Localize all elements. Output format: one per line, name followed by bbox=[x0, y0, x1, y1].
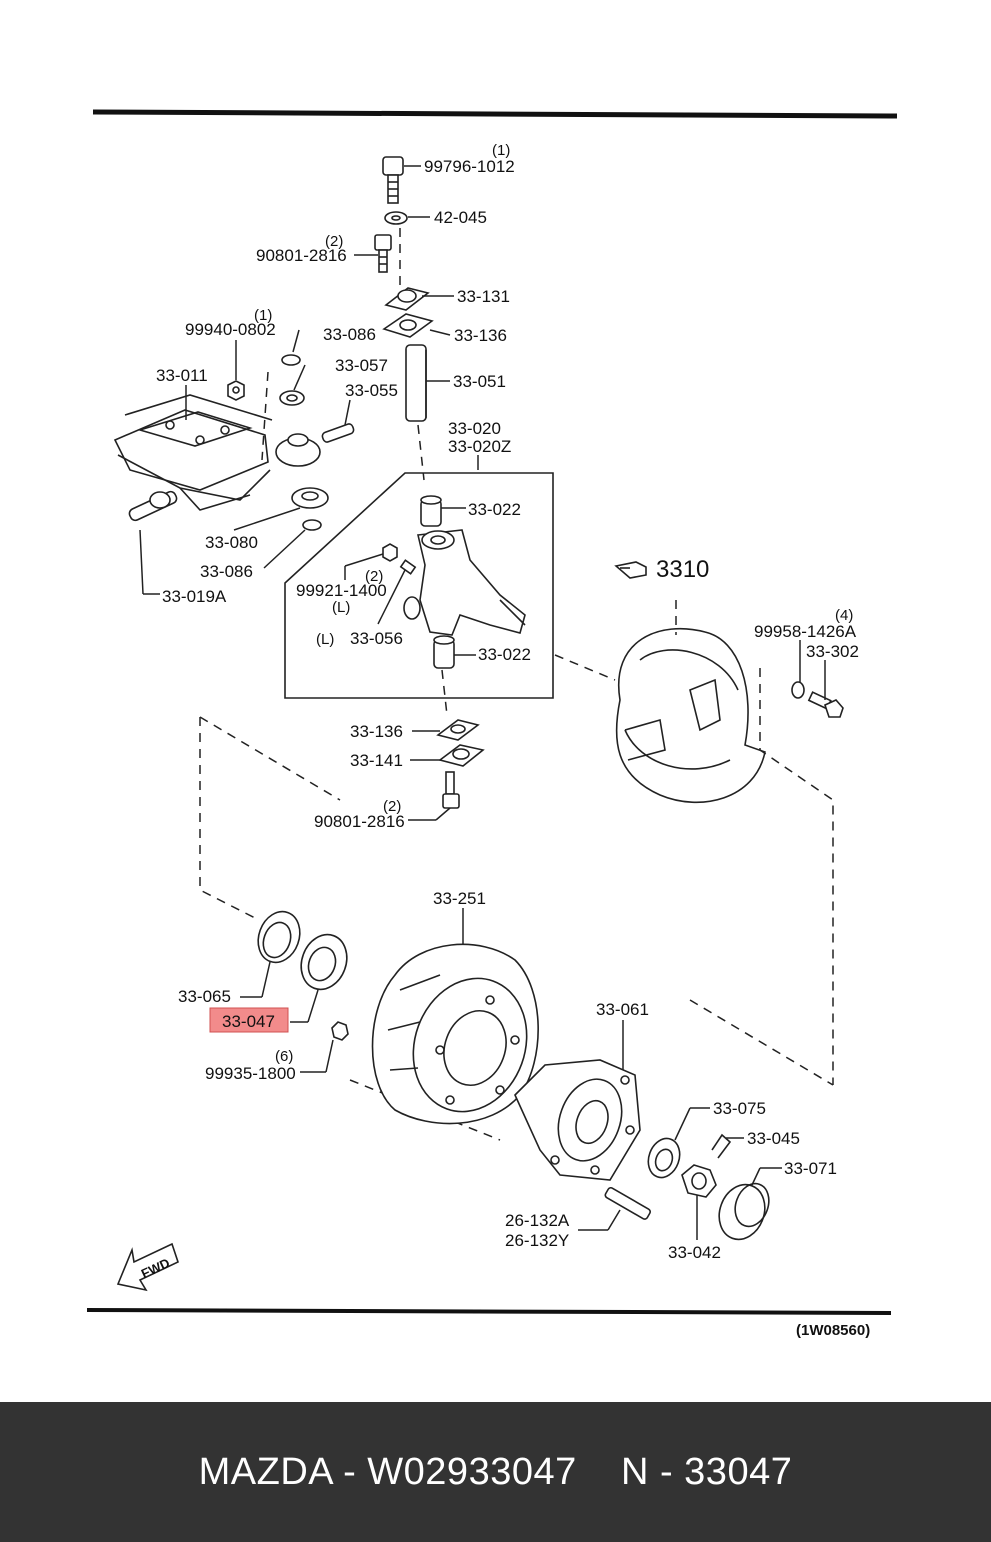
nut-99940 bbox=[227, 380, 245, 401]
callout-label-highlighted: 33-047 bbox=[222, 1012, 275, 1031]
kingpin-bolt bbox=[382, 156, 404, 204]
callout-label: 33-020 bbox=[448, 419, 501, 438]
backing-plate bbox=[615, 627, 766, 804]
callout-label: 26-132A bbox=[505, 1211, 570, 1230]
callout-qty: (2) bbox=[383, 798, 401, 815]
gasket-33-136-upper bbox=[382, 313, 434, 338]
gasket-33-136-lower bbox=[436, 719, 480, 741]
callout-label: 26-132Y bbox=[505, 1231, 569, 1250]
callout-label: 33-141 bbox=[350, 751, 403, 770]
callout-label: 33-045 bbox=[747, 1129, 800, 1148]
callout-label: 33-051 bbox=[453, 372, 506, 391]
callout-label: 90801-2816 bbox=[314, 812, 405, 831]
brake-drum-33-251 bbox=[371, 943, 539, 1125]
callout-qty: (L) bbox=[316, 631, 334, 648]
bushing-33-022-upper bbox=[420, 495, 442, 527]
o-ring-33-086-upper bbox=[281, 354, 301, 366]
bottom-rule bbox=[86, 1308, 892, 1315]
callout-label: 33-136 bbox=[454, 326, 507, 345]
seal-33-075 bbox=[647, 1137, 681, 1179]
bearing-33-047 bbox=[300, 933, 348, 991]
callout-qty: (6) bbox=[275, 1048, 293, 1065]
callout-qty: (4) bbox=[835, 607, 853, 624]
footer-part-number: MAZDA - W02933047 N - 33047 bbox=[198, 1450, 793, 1493]
callout-qty: (1) bbox=[254, 307, 272, 324]
lock-nut-33-042 bbox=[681, 1164, 717, 1198]
steering-knuckle bbox=[403, 529, 526, 636]
shim-33-057 bbox=[279, 390, 305, 406]
callout-label: 33-061 bbox=[596, 1000, 649, 1019]
footer-bar: MAZDA - W02933047 N - 33047 bbox=[0, 1402, 991, 1542]
callout-note: (L) bbox=[332, 599, 350, 616]
callout-label: 33-057 bbox=[335, 356, 388, 375]
callout-label: 33-075 bbox=[713, 1099, 766, 1118]
kingpin-cap-33-131 bbox=[384, 287, 430, 311]
top-rule bbox=[92, 109, 898, 119]
callout-label: 42-045 bbox=[434, 208, 487, 227]
callout-label: 33-086 bbox=[200, 562, 253, 581]
thrust-bearing-33-080 bbox=[291, 487, 329, 509]
callout-label: 33-071 bbox=[784, 1159, 837, 1178]
section-ref-3310: 3310 bbox=[656, 556, 709, 583]
callout-label: 99940-0802 bbox=[185, 320, 276, 339]
stopper-bolt-33-056 bbox=[399, 559, 417, 575]
callout-label: 99958-1426A bbox=[754, 622, 857, 641]
callout-label: 99921-1400 bbox=[296, 581, 387, 600]
callout-label: 33-056 bbox=[350, 629, 403, 648]
callout-qty: (2) bbox=[325, 233, 343, 250]
hub-33-061 bbox=[514, 1059, 641, 1181]
oil-seal-33-065 bbox=[257, 910, 301, 964]
callout-label: 33-136 bbox=[350, 722, 403, 741]
hub-bolt-26-132 bbox=[604, 1186, 651, 1220]
bolt-99921 bbox=[382, 543, 398, 562]
callout-label: 33-011 bbox=[156, 366, 208, 385]
callout-label: 90801-2816 bbox=[256, 246, 347, 265]
bolt-90801-upper bbox=[374, 234, 392, 273]
pointing-hand-icon bbox=[614, 561, 647, 579]
fwd-arrow-icon: FWD bbox=[116, 1242, 179, 1292]
callout-label: 33-302 bbox=[806, 642, 859, 661]
highlight-box bbox=[209, 1007, 289, 1033]
callout-qty: (1) bbox=[492, 142, 510, 159]
bushing-33-022-lower bbox=[433, 635, 455, 669]
reference-code: (1W08560) bbox=[796, 1322, 870, 1339]
axle-beam-33-011 bbox=[113, 394, 273, 511]
knuckle-joint-33-055 bbox=[275, 423, 355, 467]
callout-label: 33-042 bbox=[668, 1243, 721, 1262]
callout-label: 33-019A bbox=[162, 587, 227, 606]
callout-label: 33-080 bbox=[205, 533, 258, 552]
leader-lines bbox=[139, 165, 826, 1240]
callout-qty: (2) bbox=[365, 568, 383, 585]
o-ring-33-086-lower bbox=[302, 519, 322, 531]
hub-nut-99935 bbox=[331, 1021, 349, 1041]
callout-label: 33-251 bbox=[433, 889, 486, 908]
callout-label: 33-065 bbox=[178, 987, 231, 1006]
bolt-33-302 bbox=[807, 691, 844, 718]
callout-label: 33-086 bbox=[323, 325, 376, 344]
callout-label: 99796-1012 bbox=[424, 157, 515, 176]
callout-label: 99935-1800 bbox=[205, 1064, 296, 1083]
bolt-90801-lower bbox=[442, 771, 460, 809]
hub-cap-33-071 bbox=[718, 1182, 770, 1241]
callout-label: 33-020Z bbox=[448, 437, 511, 456]
callout-label: 33-055 bbox=[345, 381, 398, 400]
callout-label: 33-022 bbox=[468, 500, 521, 519]
kingpin-33-051 bbox=[405, 344, 427, 422]
callout-label: 33-022 bbox=[478, 645, 531, 664]
washer-99958 bbox=[791, 681, 805, 699]
washer-42-045 bbox=[384, 211, 408, 225]
plate-33-141 bbox=[438, 744, 485, 767]
parts-diagram: FWD bbox=[86, 109, 898, 1339]
knuckle-box bbox=[284, 472, 554, 699]
tie-rod-end-33-019A bbox=[128, 490, 178, 522]
callout-label: 33-131 bbox=[457, 287, 510, 306]
